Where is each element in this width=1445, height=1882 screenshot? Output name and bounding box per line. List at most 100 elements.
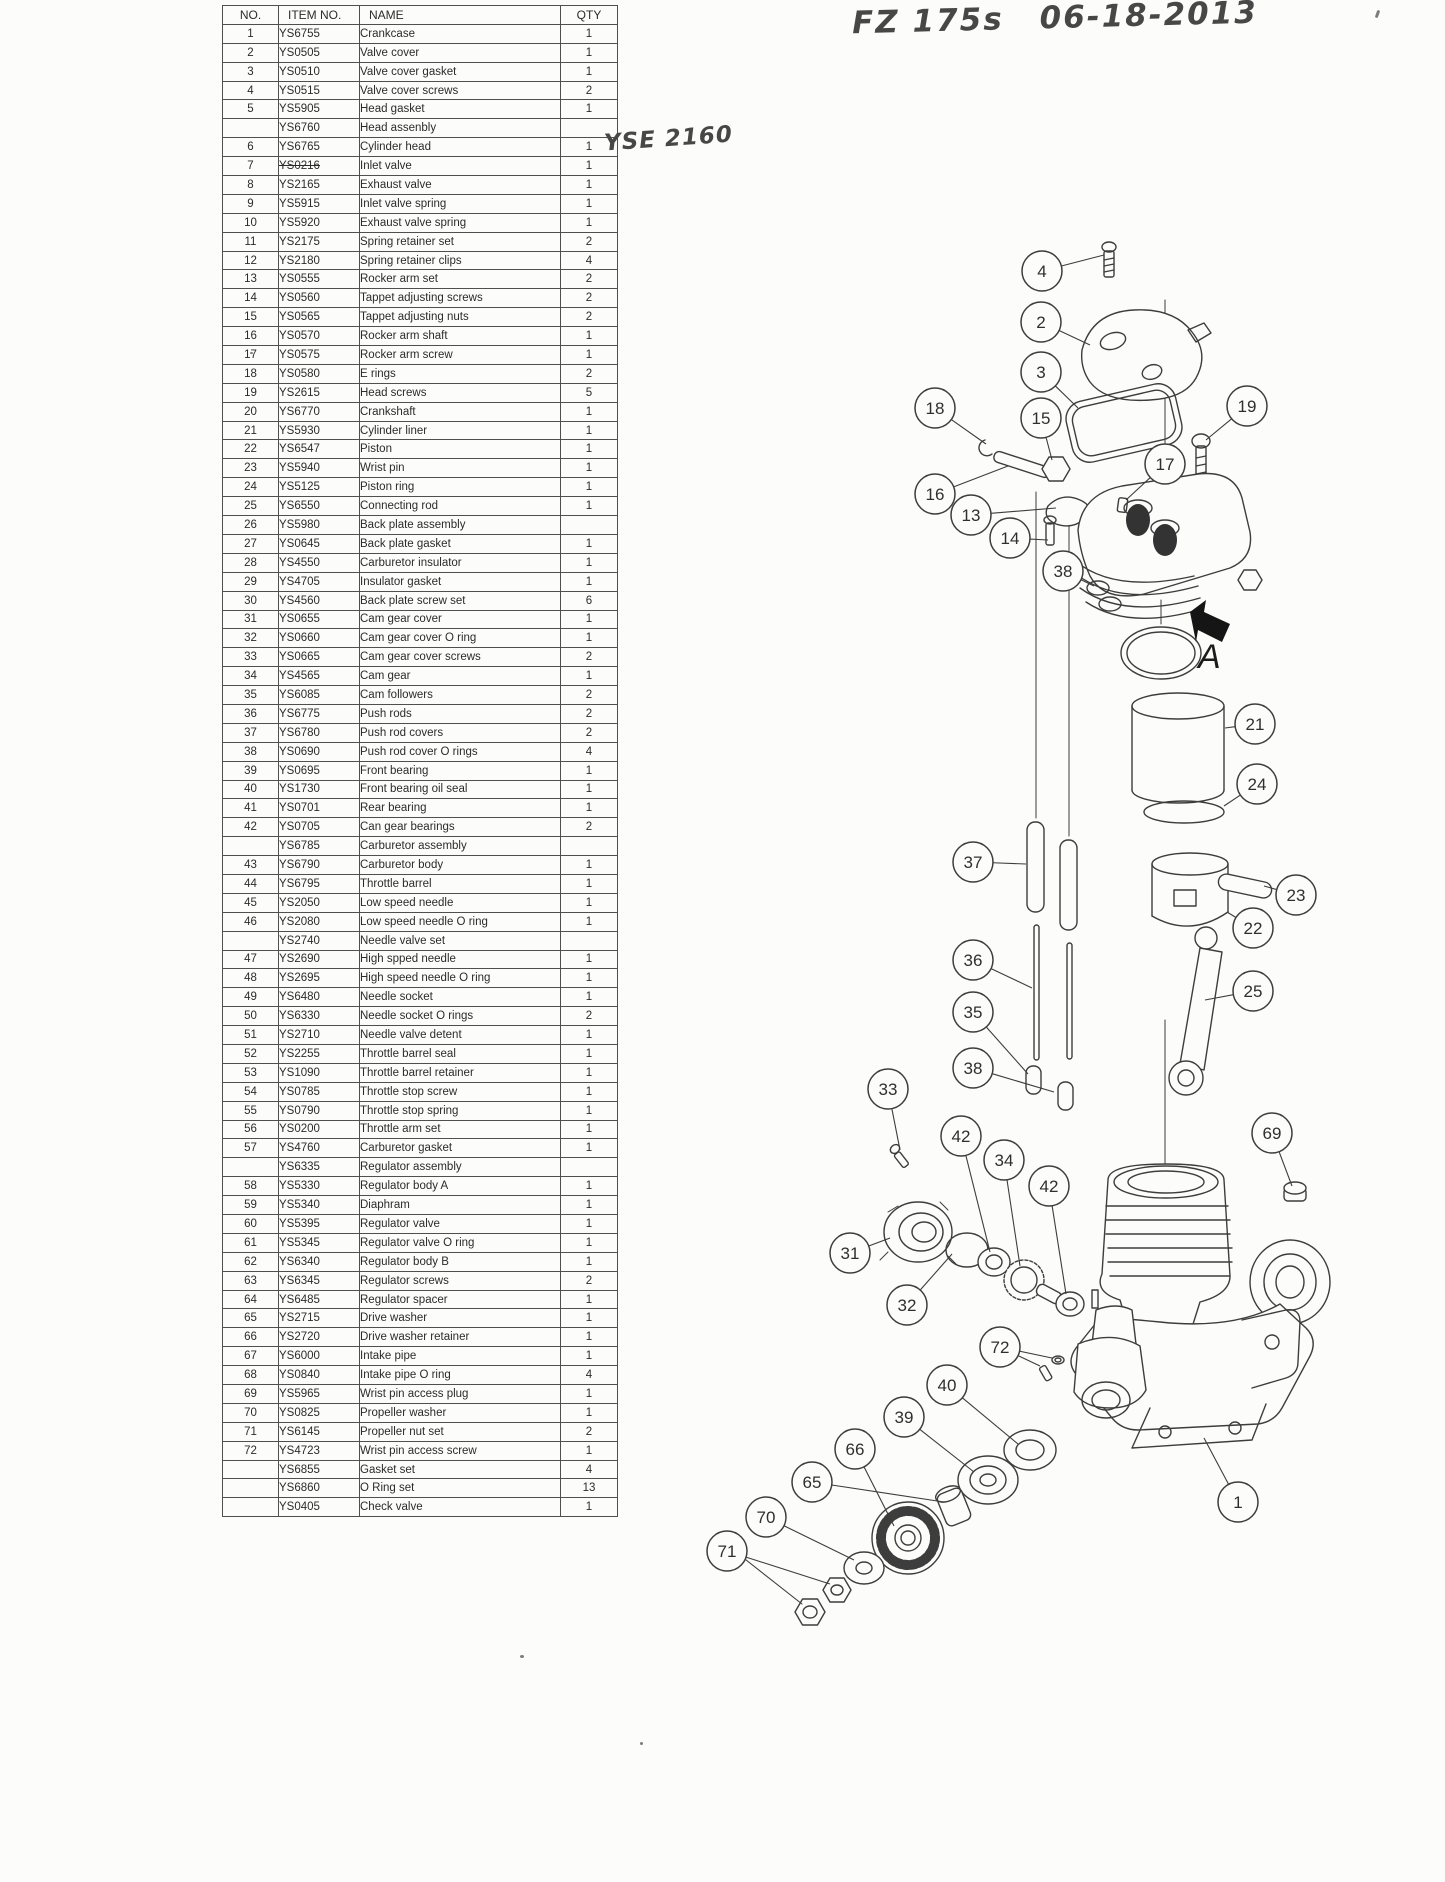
cell-no: 72 [222,1440,279,1461]
cell-name: Back plate screw set [359,590,561,611]
callout-34 [983,1139,1025,1181]
cell-name: Propeller washer [359,1402,561,1423]
cell-no: 11 [222,231,279,252]
cell-item-no: YS5125 [278,477,360,498]
cell-name: Low speed needle [359,892,561,913]
cell-name: Tappet adjusting nuts [359,307,561,328]
cell-qty: 4 [560,1459,618,1480]
callout-number: 65 [803,1473,822,1492]
cell-no: ✓59 [222,1195,279,1215]
cell-no: 71 [222,1421,279,1442]
callout-32 [886,1284,928,1326]
cell-item-no: YS2695 [278,968,360,989]
cell-item-no: YS6340 [278,1251,360,1272]
cell-qty: 1 [560,1232,618,1253]
callout-23 [1275,874,1317,916]
cell-name: Throttle barrel retainer [359,1062,561,1083]
cell-name: O Ring set [359,1478,561,1499]
cell-no: ✓20 [222,401,279,422]
cell-qty: 1 [560,1025,618,1045]
cell-item-no: YS5345 [278,1232,360,1253]
cell-no: ✓44 [222,873,279,894]
cell-item-no: YS2050 [278,892,360,913]
cell-qty: 1 [560,1289,618,1310]
callout-72 [979,1326,1021,1368]
cell-qty: 2 [560,817,618,838]
cell-name: Cylinder head [359,137,561,158]
callout-number: 23 [1287,886,1306,905]
cell-item-no: YS2710 [278,1025,360,1045]
cell-qty: 2 [560,231,618,252]
cell-no: ✓39 [222,760,279,781]
cell-no: ✓ [222,1459,279,1480]
cell-qty: 1 [560,552,618,573]
cell-qty: 1 [560,1440,618,1461]
cell-qty: 1 [560,1081,618,1102]
cell-item-no: YS5930 [278,420,360,441]
cell-name: Intake pipe [359,1346,561,1367]
callout-39 [883,1396,925,1438]
cell-no: ✓ [222,118,279,139]
cell-no: ✓6 [222,137,279,158]
cell-item-no: YS6860 [278,1478,360,1499]
cell-item-no: YS0785 [278,1081,360,1102]
cell-no: 68 [222,1365,279,1386]
callout-leader-70 [783,1525,855,1561]
cell-item-no: YS6330 [278,1006,360,1027]
cell-qty [560,930,618,951]
callout-leader-69 [1278,1151,1293,1187]
cell-name: Needle valve set [359,930,561,951]
cell-name: Low speed needle O ring [359,911,561,932]
callout-number: 17 [1156,455,1175,474]
cell-no: 7 [222,156,279,177]
cell-qty: 1 [560,609,618,630]
cell-name: Head screws [359,382,561,403]
cell-name: Back plate assembly [359,515,561,535]
cell-name: Drive washer retainer [359,1327,561,1348]
callout-70 [745,1496,787,1538]
cell-item-no: YS2255 [278,1043,360,1064]
cell-item-no: YS5395 [278,1214,360,1234]
cell-qty: 1 [560,175,618,195]
cell-no [222,930,279,951]
cell-qty: 1 [560,193,618,214]
cell-name: Needle valve detent [359,1025,561,1045]
cell-no: ✓50 [222,1006,279,1027]
cell-name: Connecting rod [359,496,561,517]
cell-item-no: YS5340 [278,1195,360,1215]
callout-number: 16 [926,485,945,504]
cell-name: Regulator spacer [359,1289,561,1310]
callout-number: 36 [964,951,983,970]
cell-no: 51 [222,1025,279,1045]
cell-name: Needle socket O rings [359,1006,561,1027]
cell-qty: 1 [560,23,618,44]
cell-qty: 4 [560,1365,618,1386]
cell-no: 12 [222,250,279,271]
cell-item-no: YS2080 [278,911,360,932]
callout-leader-40 [962,1397,1019,1445]
cell-no: 21 [222,420,279,441]
cell-name: Piston [359,439,561,460]
header-qty: QTY [560,5,618,25]
cell-name: Push rod covers [359,722,561,743]
cell-no: ✓60 [222,1214,279,1234]
callout-number: 2 [1036,313,1045,332]
cell-name: Drive washer [359,1308,561,1329]
callout-42 [940,1115,982,1157]
callout-number: 25 [1244,982,1263,1001]
scan-speck [520,1655,524,1658]
